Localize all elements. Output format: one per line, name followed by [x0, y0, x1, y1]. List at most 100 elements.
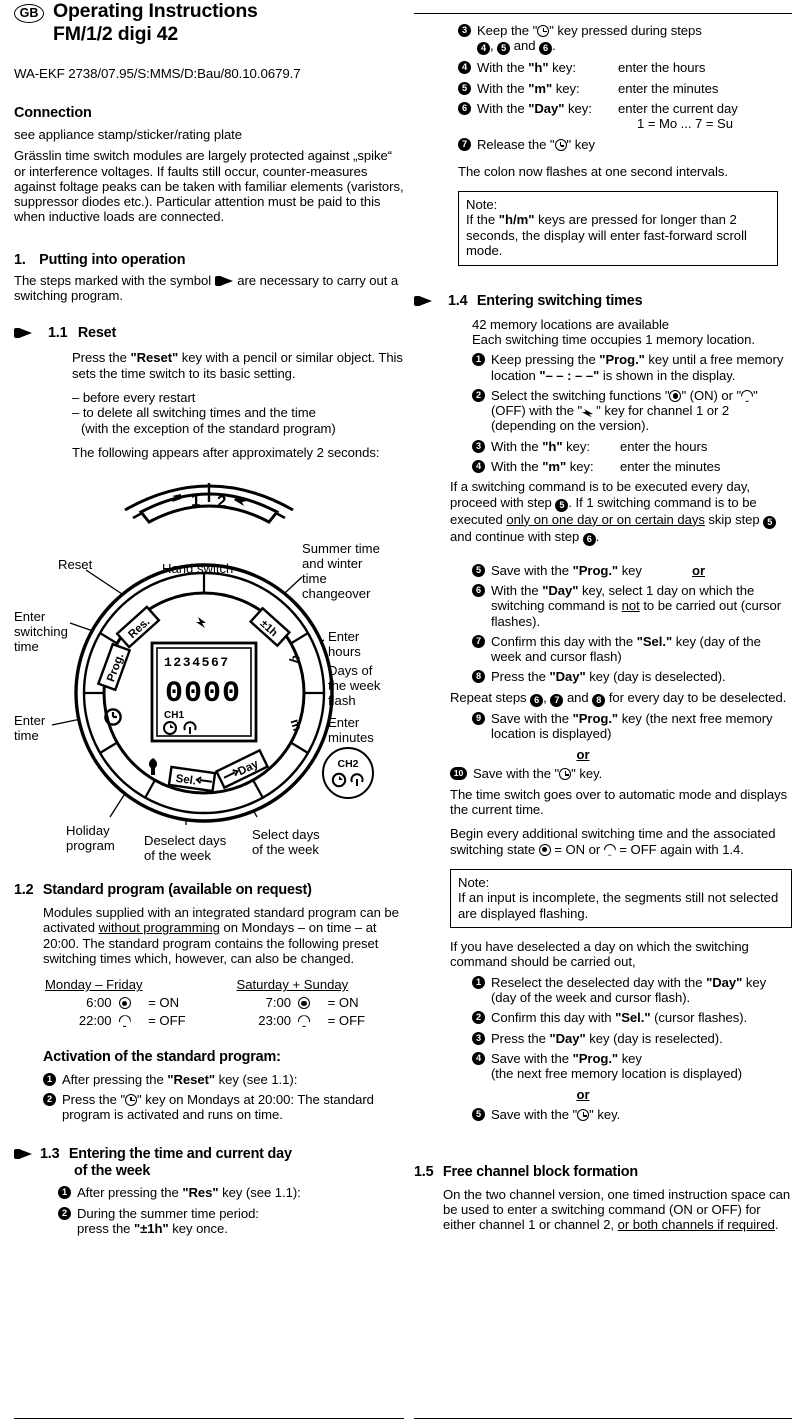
- step-text-c: to be carried out (cursor flashes).: [491, 598, 782, 629]
- note-body-b: keys are pressed for longer than 2 secon…: [466, 212, 747, 259]
- step-number: 4: [458, 61, 471, 75]
- row1-label2: = ON: [327, 995, 359, 1011]
- step-text-b: key: [621, 562, 642, 578]
- step-number: 10: [450, 767, 467, 781]
- section-15-paragraph: On the two channel version, one timed in…: [443, 1187, 792, 1233]
- step-3-refs: 4, 5 and 6.: [477, 38, 792, 56]
- step-text-c: (the next free memory location is displa…: [491, 1066, 743, 1082]
- step-text-a: Press the: [491, 669, 546, 685]
- free-location-display: "– – : – –": [539, 367, 600, 383]
- dial-button-time[interactable]: [104, 708, 122, 726]
- step-number: 3: [472, 1031, 485, 1045]
- ref-number-5: 5: [497, 42, 511, 56]
- step-text-a: With the: [477, 80, 525, 96]
- section-14-step-10: 10 Save with the "" key.: [450, 766, 792, 781]
- lcd-time-value: 0000: [165, 677, 241, 711]
- or-divider: or: [576, 747, 590, 763]
- day-key-ref: "Day": [549, 1030, 586, 1046]
- colon-flash-note: The colon now flashes at one second inte…: [458, 163, 728, 179]
- step-text-b: key (the next free memory location is di…: [491, 710, 773, 742]
- step-text-a: With the: [491, 459, 539, 475]
- document-code: WA-EKF 2738/07.95/S:MMS/D:Bau/80.10.0679…: [14, 66, 301, 81]
- ch2-badge-label: CH2: [337, 758, 358, 770]
- connection-body: Grässlin time switch modules are largely…: [14, 148, 404, 225]
- device-diagram: Res. Prog.: [14, 535, 404, 867]
- step-text-c: key once.: [172, 1220, 228, 1236]
- ref-number-7: 7: [550, 693, 564, 707]
- step-number: 2: [472, 388, 485, 402]
- auto-mode-paragraph: The time switch goes over to automatic m…: [450, 786, 788, 817]
- ch2-clock-icon: [331, 772, 347, 788]
- section-11-bullet-1: – before every restart: [72, 389, 196, 405]
- dial-button-pm1h[interactable]: ±1h: [248, 606, 292, 648]
- on-symbol-icon: [118, 997, 131, 1010]
- s11-p1b: key with a pencil or similar object. Thi…: [72, 350, 403, 381]
- hand-switch-icon[interactable]: [196, 617, 206, 629]
- step-text-a: Release the ": [477, 137, 555, 153]
- step-number: 2: [472, 1011, 485, 1025]
- dial-button-minutes[interactable]: m: [288, 717, 306, 733]
- step-text-a: With the: [477, 60, 525, 76]
- step-text-a: Save with the: [491, 710, 569, 726]
- prog-key-ref: "Prog.": [572, 562, 619, 578]
- note-box-2: Note: If an input is incomplete, the seg…: [450, 868, 792, 929]
- prog-key-ref: "Prog.": [572, 710, 619, 726]
- label-enter-hours: Enter hours: [328, 629, 361, 660]
- section-14b-step-5: 5 Save with the "" key.: [472, 1107, 792, 1122]
- clock-key-icon: [554, 139, 567, 152]
- dial-button-day[interactable]: Day: [214, 748, 270, 790]
- dial-button-reset[interactable]: Res.: [115, 605, 161, 649]
- section-11-bullet-2b: (with the exception of the standard prog…: [81, 420, 336, 436]
- repeat-text-b: ,: [543, 689, 547, 705]
- device-diagram-svg: Res. Prog.: [51, 563, 374, 826]
- not-underlined: not: [621, 598, 640, 614]
- row2-time2: 23:00: [258, 1013, 292, 1029]
- arc-left-hand-icon: [172, 494, 181, 503]
- or-divider: or: [692, 562, 705, 578]
- section-1-title: Putting into operation: [39, 251, 186, 268]
- locale-badge: GB: [14, 4, 44, 23]
- lcd-clock-icon: [163, 721, 177, 736]
- dial-button-holiday[interactable]: [148, 758, 158, 776]
- note-body: If an input is incomplete, the segments …: [458, 890, 779, 921]
- on-symbol-icon: [669, 389, 682, 402]
- sel-key-ref: "Sel.": [636, 633, 673, 649]
- table-header-row: Monday – Friday Saturday + Sunday: [45, 977, 402, 993]
- label-enter-minutes: Enter minutes: [328, 715, 374, 746]
- off-symbol-icon: [118, 1015, 131, 1028]
- dial-button-prog[interactable]: Prog.: [96, 642, 132, 692]
- repeat-text-c: and: [566, 689, 589, 705]
- standard-program-table: Monday – Friday Saturday + Sunday 6:00 =…: [43, 975, 404, 1031]
- step-number: 2: [43, 1093, 56, 1107]
- step-result-2: 1 = Mo ... 7 = Su: [637, 116, 733, 132]
- step-number: 3: [472, 439, 485, 453]
- m-key-ref: "m": [542, 459, 567, 475]
- section-14-step-2: 2 Select the switching functions "" (ON)…: [472, 388, 792, 434]
- section-12-title: Standard program (available on request): [42, 882, 312, 899]
- step-text-b: key:: [566, 438, 590, 454]
- section-1-intro: The steps marked with the symbol are nec…: [14, 273, 404, 304]
- step-text-a: Reselect the deselected day with the: [491, 974, 703, 990]
- step-text-a: Confirm this day with: [491, 1010, 612, 1026]
- note-box-1: Note: If the "h/m" keys are pressed for …: [458, 191, 778, 266]
- step-text-b: key (day of the week and cursor flash).: [491, 974, 767, 1005]
- section-13-step-7: 7 Release the "" key: [458, 137, 792, 152]
- bottom-rule-left: [14, 1418, 404, 1419]
- activation-step-1: 1 After pressing the "Reset" key (see 1.…: [43, 1072, 404, 1087]
- m-key-ref: "m": [528, 80, 553, 96]
- row2-sym1: [118, 1013, 147, 1029]
- on-symbol-icon: [538, 843, 551, 856]
- step-text-a: With the: [491, 438, 539, 454]
- dial-segment-dividers: [84, 573, 324, 799]
- step-text-b: " key pressed during steps: [549, 23, 702, 38]
- ref-number-5b: 5: [763, 515, 777, 529]
- section-1-heading: 1. Putting into operation: [14, 251, 404, 269]
- marker-flag-icon: [214, 275, 234, 286]
- step-number: 6: [458, 101, 471, 115]
- ref-number-5: 5: [555, 498, 569, 512]
- dial-button-minutes-label: m: [288, 717, 306, 733]
- dial-button-sel[interactable]: Sel.: [167, 765, 217, 793]
- s12-p1b: on Mondays – on time – at 20:00. The sta…: [43, 920, 379, 967]
